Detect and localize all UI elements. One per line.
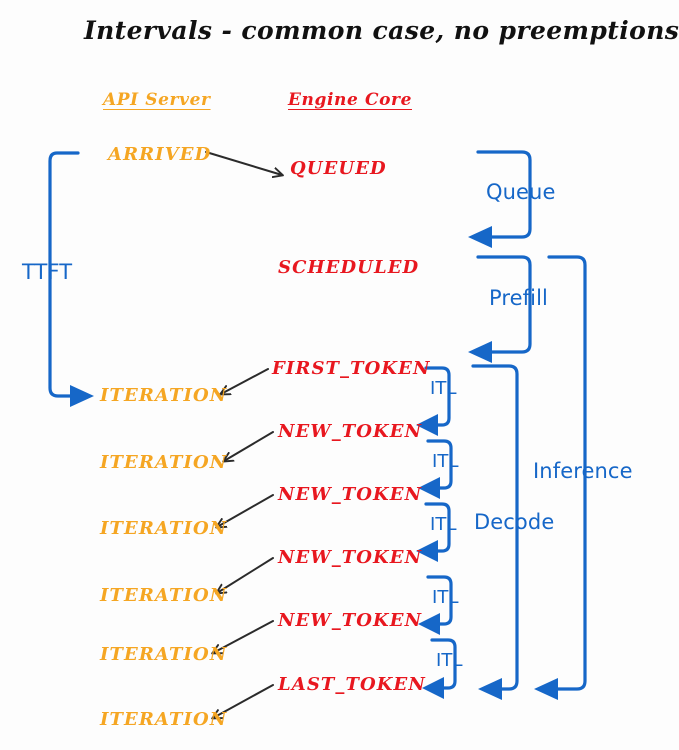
- transition-arrows: [205, 151, 282, 718]
- state-iteration: ITERATION: [100, 585, 228, 606]
- state-iteration: ITERATION: [100, 709, 228, 730]
- state-iteration: ITERATION: [100, 518, 228, 539]
- itl-brackets: [416, 366, 457, 699]
- state-iteration: ITERATION: [100, 385, 228, 406]
- interval-label-ttft: TTFT: [22, 260, 73, 284]
- state-iteration: ITERATION: [100, 452, 228, 473]
- queue-bracket: [468, 150, 532, 248]
- state-last-token: LAST_TOKEN: [278, 674, 426, 695]
- interval-label-itl: ITL: [432, 587, 459, 608]
- column-header-api-server: API Server: [103, 90, 211, 110]
- interval-label-itl: ITL: [430, 514, 457, 535]
- state-new-token: NEW_TOKEN: [278, 484, 423, 505]
- state-new-token: NEW_TOKEN: [278, 547, 423, 568]
- state-queued: QUEUED: [290, 158, 387, 179]
- state-new-token: NEW_TOKEN: [278, 421, 423, 442]
- state-iteration: ITERATION: [100, 644, 228, 665]
- column-header-engine-core: Engine Core: [288, 90, 412, 110]
- state-first-token: FIRST_TOKEN: [272, 358, 431, 379]
- ttft-bracket: [48, 151, 94, 407]
- prefill-bracket: [468, 255, 532, 363]
- state-arrived: ARRIVED: [108, 144, 212, 165]
- state-new-token: NEW_TOKEN: [278, 610, 423, 631]
- interval-label-itl: ITL: [436, 650, 463, 671]
- interval-label-itl: ITL: [432, 451, 459, 472]
- interval-label-itl: ITL: [430, 378, 457, 399]
- interval-label-decode: Decode: [474, 510, 555, 534]
- interval-label-queue: Queue: [486, 180, 556, 204]
- page-title: Intervals - common case, no preemptions: [84, 16, 679, 45]
- interval-label-inference: Inference: [533, 459, 633, 483]
- inference-bracket: [534, 255, 587, 700]
- interval-label-prefill: Prefill: [489, 286, 548, 310]
- decode-bracket: [471, 364, 519, 700]
- state-scheduled: SCHEDULED: [278, 257, 420, 278]
